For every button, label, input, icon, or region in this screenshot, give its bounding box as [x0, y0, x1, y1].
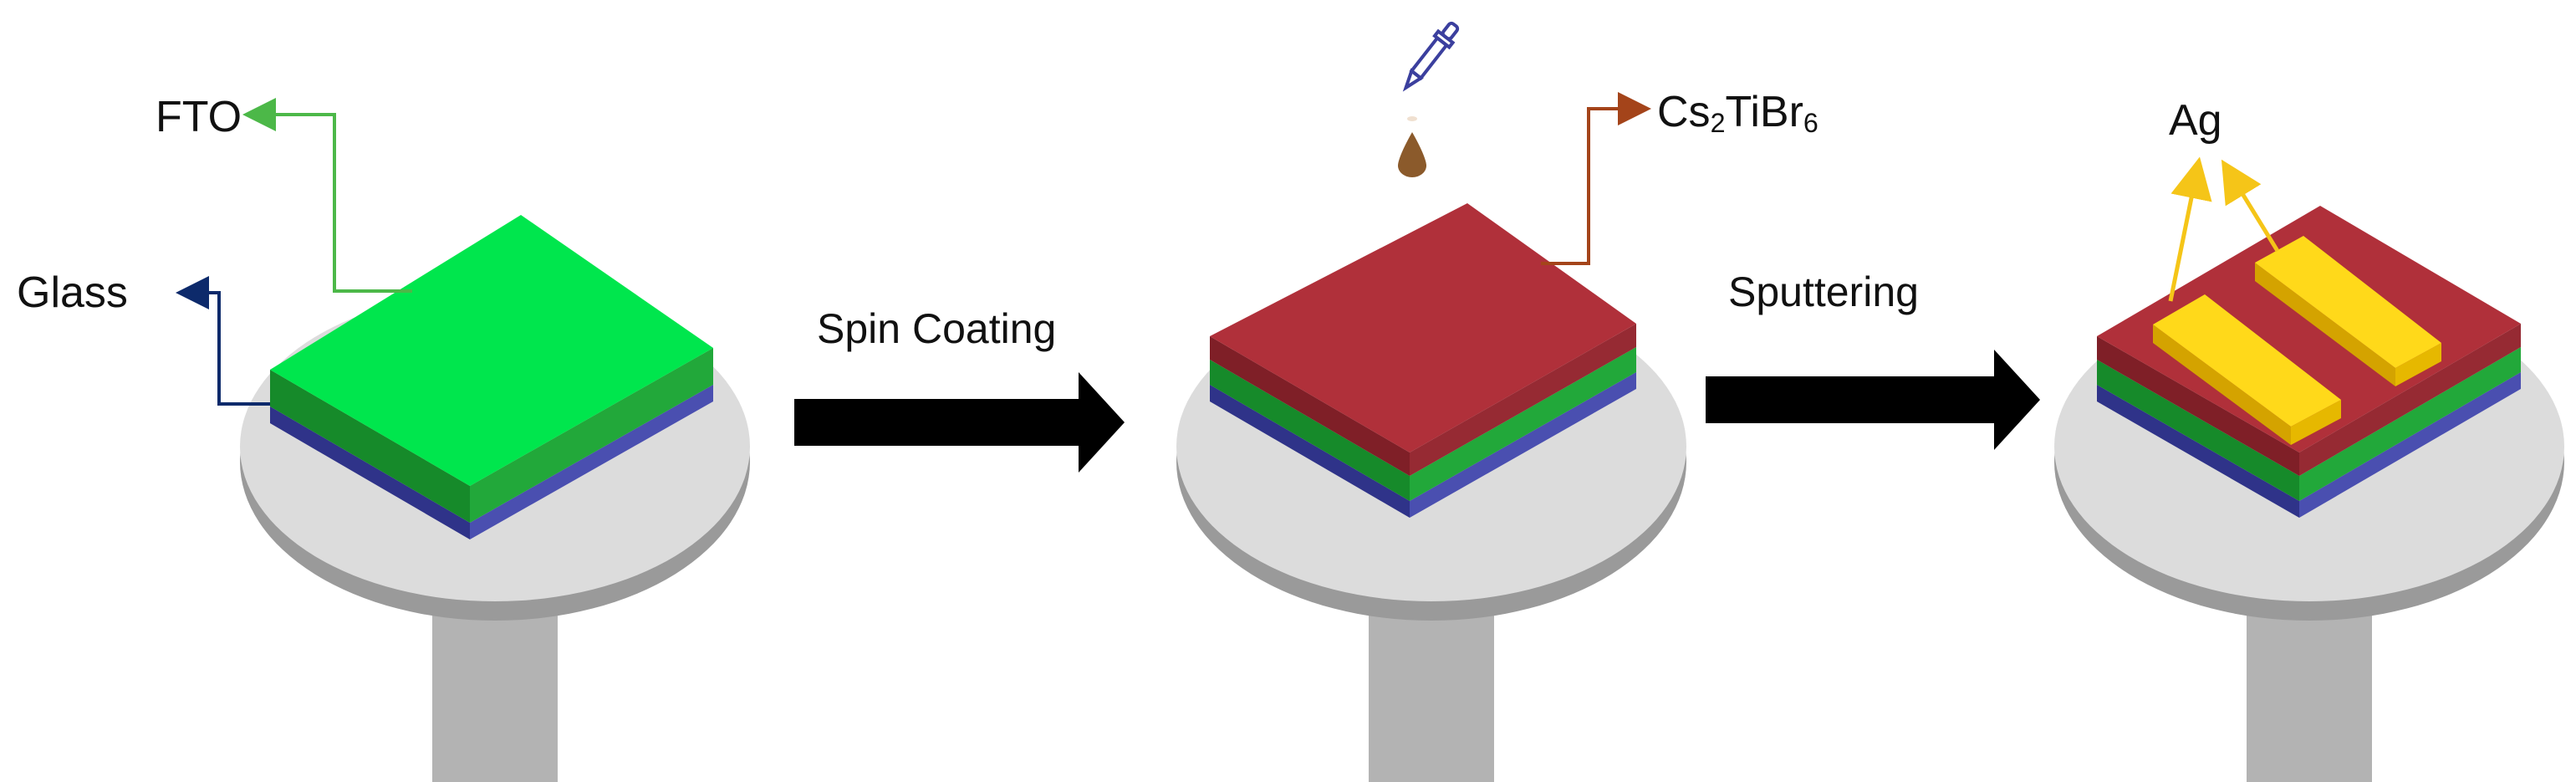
sputtering-label: Sputtering	[1728, 268, 1919, 315]
perovskite-layer	[1210, 203, 1636, 476]
fto-layer	[2097, 347, 2521, 501]
fto-layer	[1210, 347, 1636, 501]
perovskite-top-surface	[1210, 203, 1636, 452]
ag-callout-line-1	[2168, 156, 2212, 302]
process-arrow-1	[794, 372, 1125, 473]
fto-top-surface	[270, 215, 713, 486]
spin-coating-label: Spin Coating	[817, 305, 1057, 352]
perovskite-top-surface	[2097, 206, 2521, 452]
perovskite-label-sub1: 2	[1710, 108, 1726, 139]
glass-layer	[2097, 372, 2521, 518]
glass-callout-line	[176, 276, 270, 406]
glass-label: Glass	[17, 268, 128, 317]
perovskite-callout-line	[1541, 92, 1651, 265]
perovskite-layer	[2097, 206, 2521, 476]
perovskite-label-part2: TiBr	[1725, 88, 1803, 136]
stage-2-spin-coated	[1176, 21, 1686, 782]
ag-electrode-1	[2153, 294, 2341, 445]
glass-layer	[1210, 372, 1636, 518]
ag-label: Ag	[2169, 96, 2222, 145]
fto-callout-line	[242, 98, 412, 293]
process-arrow-2	[1706, 350, 2040, 450]
dropper-icon	[1402, 21, 1460, 92]
perovskite-label-sub2: 6	[1803, 108, 1819, 139]
perovskite-label-part1: Cs	[1657, 88, 1711, 136]
stage-1-substrate	[240, 215, 750, 782]
glass-layer	[270, 385, 713, 539]
droplet-icon	[1398, 116, 1426, 177]
perovskite-label: Cs2TiBr6	[1657, 90, 1819, 136]
ag-electrode-2	[2255, 236, 2441, 386]
stage-3-sputtered	[2054, 206, 2564, 782]
ag-callout-line-2	[2221, 159, 2280, 253]
fto-label: FTO	[156, 93, 242, 141]
fto-layer	[270, 215, 713, 523]
